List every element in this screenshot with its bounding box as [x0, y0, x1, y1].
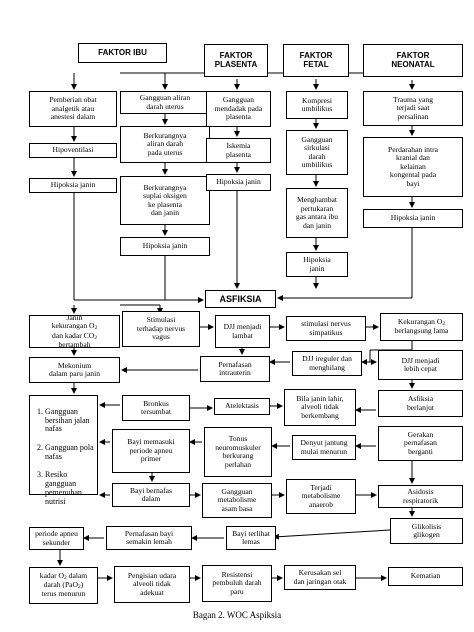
node-gangguan-aliran-darah: Gangguan aliran darah uterus — [120, 91, 210, 114]
node-bayi-apneu-primer: Bayi memasuki periode apneu primer — [112, 429, 190, 473]
node-kerusakan-sel-otak: Kerusakan sel dan jaringan otak — [284, 565, 356, 590]
figure-caption: Bagan 2. WOC Aspiksia — [192, 610, 282, 620]
diagnosis-pola-nafas: Gangguan pola nafas — [45, 443, 95, 462]
node-perdarahan-intrakranial: Perdarahan intra kranial dan kelainan ko… — [363, 137, 463, 197]
node-kompresi-umbilikus: Kompresi umbilikus — [286, 91, 348, 119]
node-stimulasi-simpatikus: stimulasi nervus simpatikus — [286, 316, 366, 341]
node-pernafasan-bayi-lemah: Pernafasan bayi semakin lemah — [106, 526, 192, 550]
node-janin-kekurangan-o2: Janin kekurangan O2 dan kadar CO2 bertam… — [29, 313, 120, 349]
diagnosis-bersihan-jalan-nafas: Gangguan bersihan jalan nafas — [45, 407, 95, 434]
header-faktor-ibu: FAKTOR IBU — [78, 43, 167, 63]
node-kekurangan-o2-lama: Kekurangan O2 berlangsung lama — [380, 313, 463, 341]
node-hipoksia-janin-neonatal: Hipoksia janin — [363, 209, 463, 228]
node-gangguan-sirkulasi: Gangguan sirkulasi darah umbilikus — [286, 130, 348, 175]
diagnosis-nutrisi: Resiko gangguan pemenuhan nutrisi — [45, 470, 95, 506]
header-faktor-plasenta: FAKTOR PLASENTA — [204, 44, 268, 77]
node-asidosis-respiratorik: Asidosis respiratorik — [378, 485, 463, 508]
node-atelektasis: Atelektasis — [214, 398, 270, 415]
node-trauma-persalinan: Trauma yang terjadi saat persalinan — [363, 91, 463, 126]
node-iskemia-plasenta: Iskemia plasenta — [206, 138, 271, 163]
node-mekonium-paru: Mekonium dalam paru janin — [29, 357, 120, 383]
node-bronkus-tersumbat: Bronkus tersumbat — [122, 395, 190, 421]
node-djj-ireguler: DJJ ireguler dan menghilang — [292, 351, 362, 376]
node-berkurang-aliran-darah: Berkurangnya aliran darah pada uterus — [120, 126, 210, 163]
node-stimulasi-vagus: Stimulasi terhadap nervus vagus — [122, 311, 200, 347]
node-djj-lebih-cepat: DJJ menjadi lebih cepat — [378, 350, 463, 380]
node-periode-apneu-sekunder: periode apneu sekunder — [29, 527, 84, 550]
node-pemberian-obat: Pemberian obat analgetik atau anestesi d… — [29, 91, 117, 127]
node-djj-lambat: DJJ menjadi lambat — [215, 315, 270, 348]
node-hipoksia-janin-ibu-2: Hipoksia janin — [120, 237, 210, 256]
nursing-diagnosis-list: Gangguan bersihan jalan nafas Gangguan p… — [29, 395, 98, 506]
node-hipoventilasi: Hipoventilasi — [29, 143, 117, 158]
node-glikolisis-glikogen: Glikolisis glikogen — [390, 518, 463, 544]
node-hipoksia-janin-plasenta: Hipoksia janin — [206, 174, 271, 191]
node-tonus-neuromuskuler: Tonus neuromuskuler berkurang perlahan — [204, 427, 272, 477]
node-asfiksia: ASFIKSIA — [205, 290, 276, 308]
node-bayi-terlihat-lemas: Bayi terlihat lemas — [226, 526, 276, 550]
node-gangguan-metabolisme: Gangguan metabolisme asam basa — [202, 483, 272, 518]
node-alveoli-tidak-berkembang: Bila janin lahir, alveoli tidak berkemba… — [284, 389, 356, 426]
node-gerakan-pernafasan: Gerakan pernafasan berganti — [378, 426, 463, 461]
node-berkurang-suplai-oksigen: Berkurangnya suplai oksigen ke plasenta … — [120, 176, 210, 225]
node-denyut-jantung-menurun: Denyut jantung mulai menurun — [292, 435, 356, 460]
node-asfiksia-berlanjut: Asfiksia berlanjut — [378, 390, 463, 417]
node-resistensi-pembuluh: Resistensi pembuluh darah paru — [202, 565, 272, 602]
node-pengisian-alveoli: Pengisian udara alveoli tidak adekuat — [114, 566, 190, 603]
node-hipoksia-janin-fetal: Hipoksia janin — [286, 252, 348, 277]
node-gangguan-mendadak-plasenta: Gangguan mendadak pada plasenta — [206, 91, 271, 127]
node-pernafasan-intrauterin: Pernafasan intrauterin — [200, 356, 270, 382]
node-metabolisme-anaerob: Terjadi metabolisme anaerob — [286, 479, 356, 514]
node-menghambat-pertukaran: Menghambat pertukaran gas antara ibu dan… — [286, 188, 348, 238]
node-hipoksia-janin-ibu: Hipoksia janin — [29, 178, 117, 193]
node-kadar-o2-menurun: kadar O2 dalam darah (PaO2) terus menuru… — [29, 567, 98, 604]
node-kematian: Kematian — [388, 567, 463, 586]
header-faktor-neonatal: FAKTOR NEONATAL — [363, 44, 463, 77]
node-bayi-bernafas-dalam: Bayi bernafas dalam — [112, 483, 190, 507]
header-faktor-fetal: FAKTOR FETAL — [283, 44, 349, 77]
